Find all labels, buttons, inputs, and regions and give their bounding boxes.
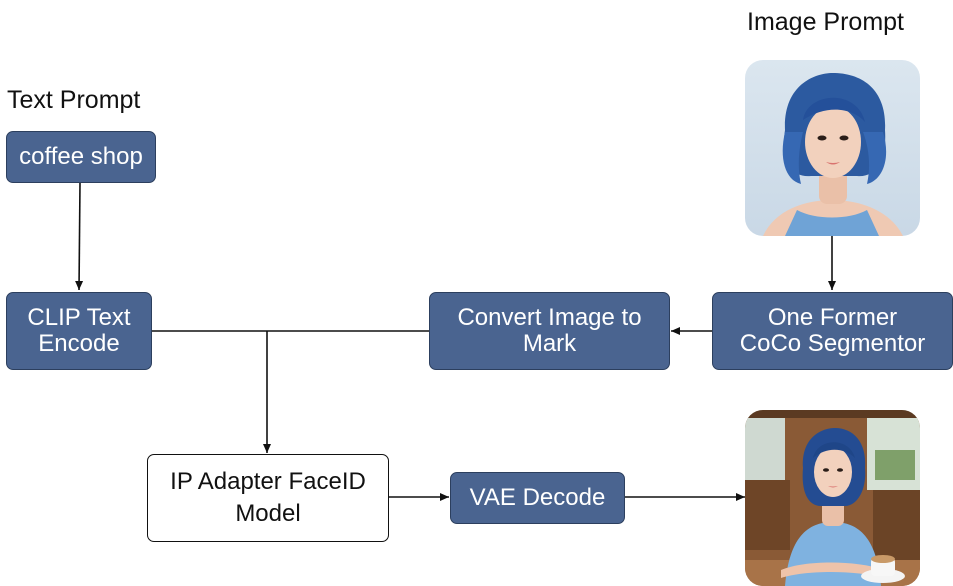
convert-image-line2: Mark [522, 330, 577, 357]
coffee-shop-text: coffee shop [19, 143, 143, 170]
clip-text-encode-line2: Encode [38, 330, 120, 357]
output-coffee-shop-image [745, 410, 920, 586]
text-prompt-label: Text Prompt [7, 86, 141, 114]
image-prompt-label: Image Prompt [747, 8, 905, 36]
oneformer-line2: CoCo Segmentor [739, 330, 926, 357]
oneformer-line1: One Former [767, 304, 898, 331]
input-portrait-image [745, 60, 920, 236]
vae-decode-node: VAE Decode [450, 472, 625, 524]
oneformer-node: One Former CoCo Segmentor [712, 292, 953, 370]
coffee-shop-node: coffee shop [6, 131, 156, 183]
convert-image-line1: Convert Image to [457, 304, 642, 331]
clip-text-encode-node: CLIP Text Encode [6, 292, 152, 370]
ip-adapter-line1: IP Adapter FaceID [170, 468, 366, 495]
vae-decode-text: VAE Decode [469, 484, 606, 511]
arrow-text-to-clip [75, 182, 84, 291]
convert-image-node: Convert Image to Mark [429, 292, 670, 370]
clip-text-encode-line1: CLIP Text [27, 304, 131, 331]
ip-adapter-line2: Model [235, 500, 301, 527]
ip-adapter-faceid-node: IP Adapter FaceID Model [147, 454, 389, 542]
